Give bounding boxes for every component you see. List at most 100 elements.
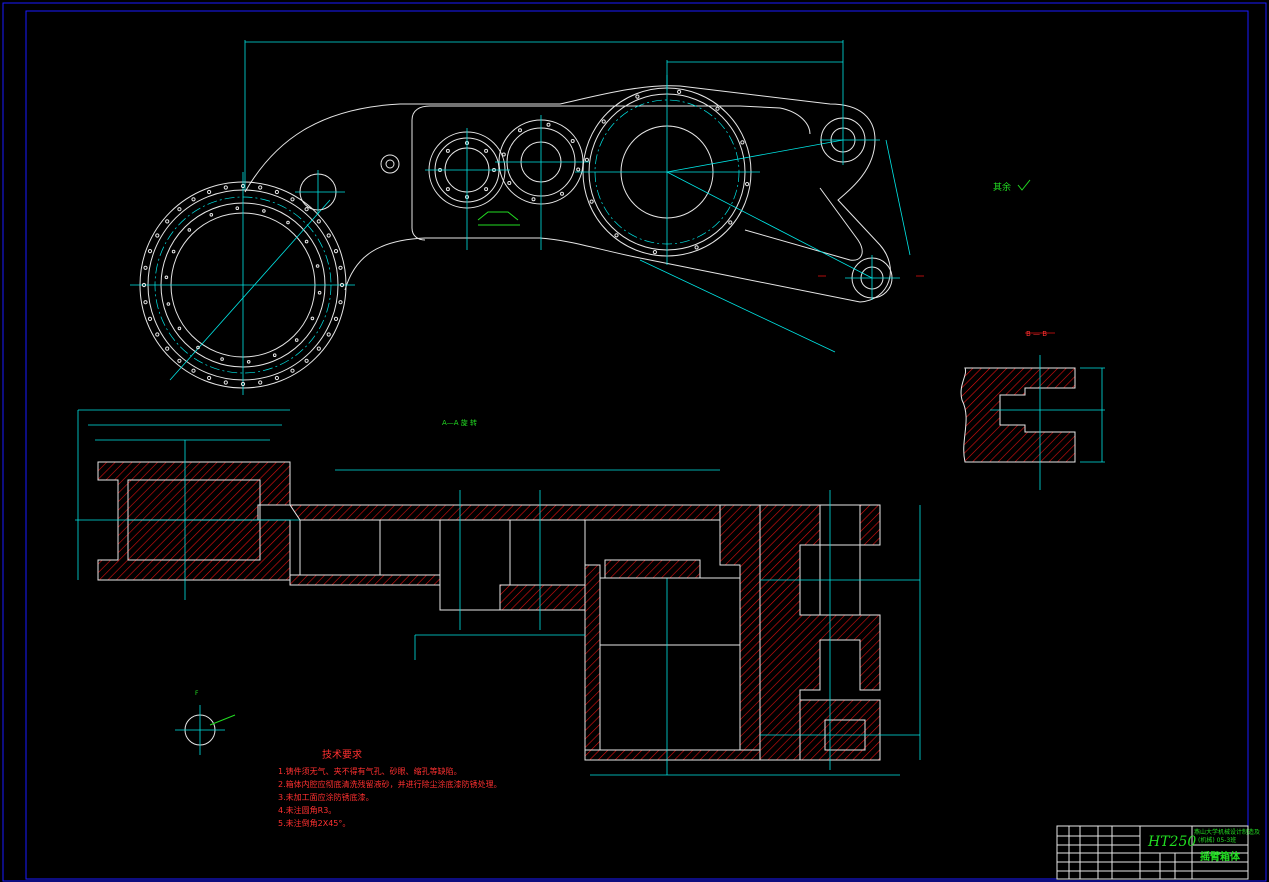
bolt-hole (141, 282, 147, 288)
bolt-hole (635, 94, 640, 99)
bolt-hole (745, 182, 750, 187)
bolt-hole (652, 250, 658, 255)
bolt-hole (614, 233, 619, 238)
bolt-hole (316, 219, 321, 224)
bolt-hole (258, 380, 263, 385)
tech-req-item-1: 1.铸件须无气、夹不得有气孔、砂眼、缩孔等缺陷。 (278, 766, 462, 776)
bolt-hole (290, 197, 295, 202)
bolt-hole (445, 187, 450, 192)
bolt-hole (240, 381, 246, 387)
bolt-hole (166, 302, 171, 306)
bolt-hole (531, 197, 536, 202)
bolt-hole (338, 300, 343, 305)
section-aa-view: A—A 旋 转 (75, 409, 921, 776)
bolt-hole (584, 157, 590, 162)
bolt-hole (235, 206, 240, 210)
bolt-hole (274, 189, 279, 195)
bolt-hole (177, 207, 182, 212)
arm-inner-outline (411, 105, 811, 135)
bolt-hole (286, 220, 290, 225)
bolt-hole (315, 264, 320, 268)
bolt-hole (262, 209, 266, 213)
arm-outline (244, 85, 891, 303)
bolt-hole (143, 300, 148, 305)
tech-req-title: 技术要求 (322, 748, 362, 761)
bolt-hole (272, 353, 277, 358)
bolt-hole (484, 187, 489, 192)
bolt-hole (728, 220, 733, 225)
bolt-hole (589, 199, 594, 204)
inner-frame (25, 10, 1249, 880)
bolt-hole (223, 380, 228, 385)
bolt-hole (164, 275, 169, 280)
view-f-label: F (195, 690, 199, 697)
bolt-hole (317, 290, 322, 295)
bolt-hole (570, 139, 575, 143)
top-view (130, 40, 1055, 395)
bolt-hole (294, 338, 299, 342)
bolt-hole (258, 185, 263, 190)
bolt-hole (501, 152, 506, 157)
bolt-hole (209, 213, 214, 217)
part-name: 摇臂箱体 (1200, 850, 1241, 863)
bolt-hole (560, 191, 564, 196)
bolt-hole (155, 332, 160, 337)
bolt-hole (155, 233, 160, 238)
institution-line-2: (机械) 05-3班 (1198, 836, 1236, 844)
bolt-hole (171, 249, 176, 254)
bolt-hole (290, 368, 295, 373)
bolt-hole (223, 185, 228, 190)
tech-req-item-5: 5.未注倒角2X45°。 (278, 818, 350, 828)
bolt-hole (177, 326, 182, 331)
bolt-hole (304, 358, 309, 363)
bolt-hole (304, 207, 309, 212)
bolt-hole (220, 357, 224, 361)
bolt-hole (507, 181, 512, 185)
title-block: HT250 燕山大学机械设计制造及 (机械) 05-3班 摇臂箱体 (1056, 825, 1260, 880)
bolt-hole (187, 228, 192, 232)
tech-req-item-2: 2.箱体内腔应彻底清洗残留液砂，并进行除尘涂底漆防锈处理。 (278, 779, 502, 789)
bolt-hole (333, 316, 339, 321)
tech-req-item-4: 4.未注圆角R3。 (278, 805, 336, 815)
bolt-hole (338, 265, 343, 270)
section-aa-label: A—A 旋 转 (442, 418, 477, 427)
tech-req-item-3: 3.未加工面应涂防锈底漆。 (278, 792, 374, 802)
bolt-hole (310, 316, 315, 321)
bolt-hole (165, 219, 170, 224)
bolt-hole (191, 197, 196, 202)
section-bb-label: B — B (1026, 330, 1047, 338)
bolt-hole (601, 119, 606, 124)
bolt-hole (240, 183, 246, 189)
bolt-hole (191, 368, 196, 373)
surface-finish-note: 其余 (993, 181, 1011, 193)
bolt-hole (484, 148, 489, 153)
bolt-hole (147, 316, 153, 321)
technical-requirements: 技术要求 1.铸件须无气、夹不得有气孔、砂眼、缩孔等缺陷。 2.箱体内腔应彻底清… (278, 748, 502, 828)
ring-bolt-holes (141, 89, 750, 387)
bolt-hole (147, 249, 153, 254)
bolt-hole (177, 358, 182, 363)
bolt-hole (333, 249, 339, 254)
bolt-hole (143, 265, 148, 270)
view-f: F (175, 690, 236, 755)
bolt-hole (445, 148, 450, 153)
bolt-hole (326, 233, 331, 238)
bolt-hole (339, 282, 345, 288)
bolt-hole (576, 167, 581, 172)
bolt-hole (740, 140, 745, 145)
bolt-hole (546, 122, 551, 127)
bolt-hole (326, 332, 331, 337)
bolt-hole (316, 346, 321, 351)
bolt-hole (715, 106, 720, 111)
bolt-hole (304, 239, 309, 244)
bolt-hole (196, 345, 200, 350)
institution-line-1: 燕山大学机械设计制造及 (1194, 828, 1260, 836)
bolt-hole (274, 375, 279, 381)
bolt-hole (207, 189, 212, 195)
section-bb-view: B — B (960, 330, 1105, 490)
bolt-hole (677, 89, 682, 95)
bolt-hole (207, 375, 212, 381)
bolt-hole (246, 360, 251, 364)
